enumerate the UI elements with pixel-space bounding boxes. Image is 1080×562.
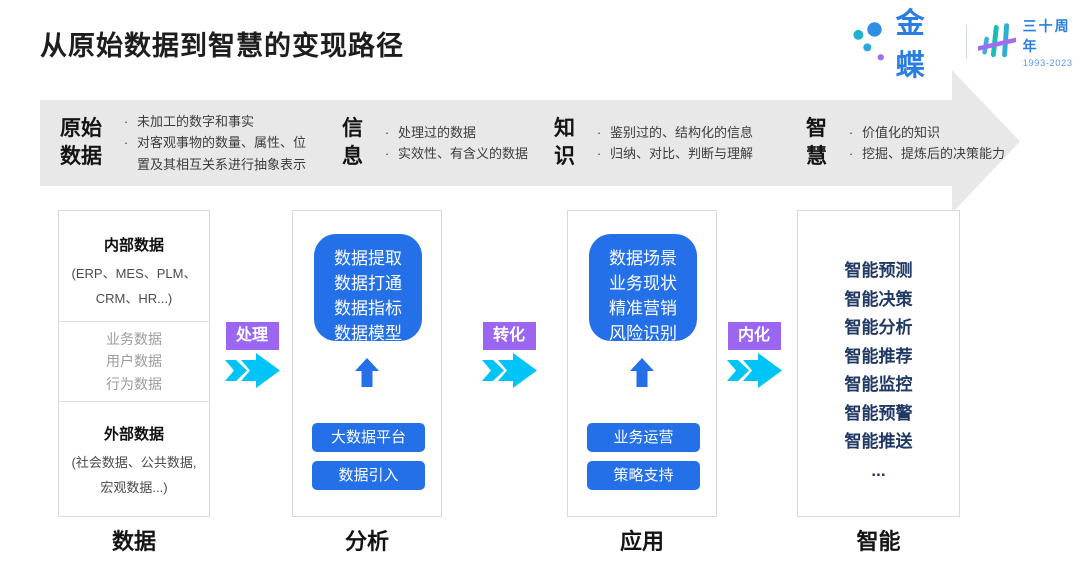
bullet-dot-icon: · xyxy=(848,146,854,161)
strategy-pill: 策略支持 xyxy=(587,461,700,490)
intelligence-box: 智能预测 智能决策 智能分析 智能推荐 智能监控 智能预警 智能推送 ... xyxy=(797,210,960,517)
list-item: 智能决策 xyxy=(844,289,913,309)
banner-arrow-shape xyxy=(40,70,1020,213)
connector-transform: 转化 xyxy=(480,322,538,395)
right-arrow-icon xyxy=(481,353,537,388)
internal-data-title: 内部数据 xyxy=(103,237,164,254)
stage-information: 信 息 · 处理过的数据 · 实效性、有含义的数据 xyxy=(342,100,528,186)
analysis-capabilities: 数据提取 数据打通 数据指标 数据模型 xyxy=(314,234,422,343)
stage-bullet: · 价值化的知识 xyxy=(840,122,1005,143)
list-item: 智能推送 xyxy=(844,432,913,451)
bullet-text: 处理过的数据 xyxy=(398,124,477,140)
stage-label: 知 识 xyxy=(554,117,575,168)
column-label-application: 应用 xyxy=(619,529,664,554)
application-scenarios: 数据场景 业务现状 精准营销 风险识别 xyxy=(589,234,697,343)
anniversary-mark-icon xyxy=(977,23,1016,58)
list-item: 智能预警 xyxy=(844,403,913,423)
bullet-text: 未加工的数字和事实 xyxy=(137,114,255,130)
stage-bullets: · 未加工的数字和事实 · 对客观事物的数量、属性、位置及其相互关系进行抽象表示 xyxy=(115,111,311,174)
bullet-text: 实效性、有含义的数据 xyxy=(398,146,529,161)
kingdee-logo: 金蝶 三十周年 1993-2023 xyxy=(853,8,1080,82)
stage-wisdom: 智 慧 · 价值化的知识 · 挖掘、提炼后的决策能力 xyxy=(806,100,1005,186)
kingdee-brand: 金蝶 xyxy=(895,8,928,82)
bullet-text: 归纳、对比、判断与理解 xyxy=(610,146,754,161)
bullet-text: 对客观事物的数量、属性、位置及其相互关系进行抽象表示 xyxy=(137,135,307,172)
column-label-analysis: 分析 xyxy=(344,529,389,554)
stage-bullets: · 价值化的知识 · 挖掘、提炼后的决策能力 xyxy=(840,122,1005,164)
bullet-dot-icon: · xyxy=(596,124,602,140)
stage-knowledge: 知 识 · 鉴别过的、结构化的信息 · 归纳、对比、判断与理解 xyxy=(554,100,753,186)
stage-bullet: · 归纳、对比、判断与理解 xyxy=(588,143,753,164)
stage-bullets: · 鉴别过的、结构化的信息 · 归纳、对比、判断与理解 xyxy=(588,122,753,164)
process-badge: 处理 xyxy=(225,322,279,350)
up-arrow-icon xyxy=(355,358,379,387)
stage-bullets: · 处理过的数据 · 实效性、有含义的数据 xyxy=(376,122,528,164)
internalize-badge: 内化 xyxy=(727,322,781,350)
up-arrow-icon xyxy=(630,358,654,387)
stage-bullet: · 挖掘、提炼后的决策能力 xyxy=(840,143,1005,164)
data-sources-box: 内部数据 (ERP、MES、PLM、 CRM、HR...) 业务数据 用户数据 … xyxy=(58,210,210,517)
anniversary-title: 三十周年 xyxy=(1022,17,1071,54)
right-arrow-icon xyxy=(224,353,280,388)
list-item-ellipsis: ... xyxy=(871,460,886,480)
stage-bullet: · 鉴别过的、结构化的信息 xyxy=(588,122,753,143)
page-title: 从原始数据到智慧的变现路径 xyxy=(40,31,404,61)
stage-raw-data: 原始 数据 · 未加工的数字和事实 · 对客观事物的数量、属性、位置及其相互关系… xyxy=(60,100,311,186)
stage-label: 智 慧 xyxy=(806,117,827,168)
bullet-dot-icon: · xyxy=(123,114,129,130)
analysis-box: 数据提取 数据打通 数据指标 数据模型 大数据平台 数据引入 xyxy=(292,210,442,517)
external-data-section: 外部数据 (社会数据、公共数据, 宏观数据...) xyxy=(59,402,209,500)
dikw-arrow-banner: 原始 数据 · 未加工的数字和事实 · 对客观事物的数量、属性、位置及其相互关系… xyxy=(40,70,1020,213)
stage-bullet: · 处理过的数据 xyxy=(376,122,528,143)
list-item: 业务数据 xyxy=(106,330,162,347)
internal-data-systems: (ERP、MES、PLM、 CRM、HR...) xyxy=(71,266,197,306)
platform-pill: 数据引入 xyxy=(312,461,425,490)
anniversary-years: 1993-2023 xyxy=(1022,57,1073,69)
bullet-dot-icon: · xyxy=(123,135,129,151)
data-types-section: 业务数据 用户数据 行为数据 xyxy=(59,322,209,402)
column-label-intelligence: 智能 xyxy=(856,529,901,554)
transform-badge: 转化 xyxy=(482,322,536,350)
stage-label: 原始 数据 xyxy=(60,117,102,168)
list-item: 智能分析 xyxy=(844,318,913,337)
internal-data-section: 内部数据 (ERP、MES、PLM、 CRM、HR...) xyxy=(59,211,209,322)
bullet-dot-icon: · xyxy=(596,146,602,161)
bullet-dot-icon: · xyxy=(848,124,854,140)
connector-process: 处理 xyxy=(223,322,281,395)
stage-bullet: · 实效性、有含义的数据 xyxy=(376,143,528,164)
stage-bullet: · 未加工的数字和事实 xyxy=(115,111,311,132)
list-item: 行为数据 xyxy=(106,375,162,392)
external-data-systems: (社会数据、公共数据, 宏观数据...) xyxy=(71,455,197,495)
stage-label: 信 息 xyxy=(342,117,363,168)
application-box: 数据场景 业务现状 精准营销 风险识别 业务运营 策略支持 xyxy=(567,210,717,517)
logo-divider xyxy=(966,25,967,59)
kingdee-dots-icon xyxy=(853,22,884,61)
bullet-text: 鉴别过的、结构化的信息 xyxy=(610,124,754,140)
list-item: 用户数据 xyxy=(106,353,162,370)
bullet-text: 挖掘、提炼后的决策能力 xyxy=(862,146,1006,161)
platform-pill: 大数据平台 xyxy=(312,423,425,452)
list-item: 智能推荐 xyxy=(844,346,913,366)
right-arrow-icon xyxy=(726,353,782,388)
operation-pill: 业务运营 xyxy=(587,423,700,452)
column-label-data: 数据 xyxy=(111,529,156,554)
bullet-dot-icon: · xyxy=(384,124,390,140)
list-item: 智能预测 xyxy=(844,261,913,280)
anniversary-text: 三十周年 1993-2023 xyxy=(1023,16,1080,69)
bullet-text: 价值化的知识 xyxy=(862,124,941,140)
external-data-title: 外部数据 xyxy=(103,426,164,443)
list-item: 智能监控 xyxy=(844,375,913,394)
stage-bullet: · 对客观事物的数量、属性、位置及其相互关系进行抽象表示 xyxy=(115,132,311,174)
connector-internalize: 内化 xyxy=(725,322,783,395)
bullet-dot-icon: · xyxy=(384,146,390,161)
